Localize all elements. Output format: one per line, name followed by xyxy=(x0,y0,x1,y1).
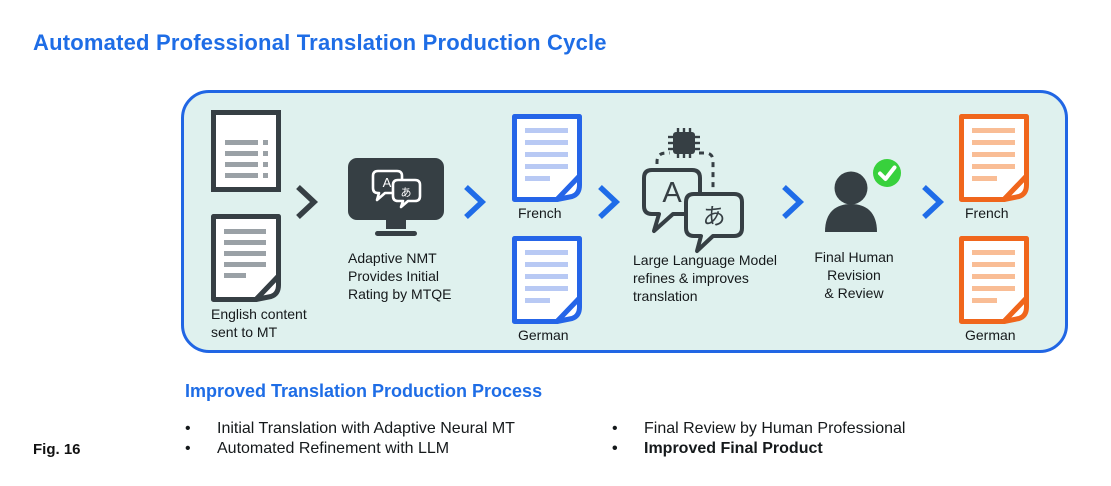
llm-latin-glyph: A xyxy=(662,177,682,209)
arrow-right-icon xyxy=(294,184,320,220)
check-badge-icon xyxy=(873,159,901,187)
human-reviewer-icon xyxy=(823,158,903,237)
english-document-dogear-icon xyxy=(211,214,281,307)
arrow-right-icon xyxy=(780,184,806,220)
bullet-item-improved-final-product: Improved Final Product xyxy=(612,439,1032,459)
input-caption: English content sent to MT xyxy=(211,306,307,340)
monitor-latin-glyph: A xyxy=(383,175,392,190)
chip-icon xyxy=(673,132,695,154)
mt-german-document-icon xyxy=(512,236,582,329)
human-caption: Final Human Revision & Review xyxy=(814,249,894,301)
bullet-item: Initial Translation with Adaptive Neural… xyxy=(185,419,595,439)
arrow-right-icon xyxy=(920,184,946,220)
bullet-list-left: Initial Translation with Adaptive Neural… xyxy=(185,419,595,459)
llm-caption: Large Language Model refines & improves … xyxy=(633,252,778,304)
llm-japanese-glyph: あ xyxy=(703,203,726,229)
llm-translation-icon: A あ xyxy=(633,128,745,261)
arrow-right-icon xyxy=(462,184,488,220)
monitor-japanese-glyph: あ xyxy=(401,186,412,199)
nmt-caption: Adaptive NMT Provides Initial Rating by … xyxy=(348,250,452,302)
final-german-document-icon xyxy=(959,236,1029,329)
adaptive-nmt-monitor-icon: A あ xyxy=(348,158,444,243)
bullet-item: Final Review by Human Professional xyxy=(612,419,1032,439)
bullet-list-right: Final Review by Human Professional Impro… xyxy=(612,419,1032,459)
final-german-label: German xyxy=(965,327,1016,343)
bullet-item: Automated Refinement with LLM xyxy=(185,439,595,459)
mt-french-label: French xyxy=(518,205,562,221)
arrow-right-icon xyxy=(596,184,622,220)
mt-french-document-icon xyxy=(512,114,582,207)
final-french-label: French xyxy=(965,205,1009,221)
page-title: Automated Professional Translation Produ… xyxy=(33,30,607,55)
mt-german-label: German xyxy=(518,327,569,343)
english-document-icon xyxy=(211,110,281,197)
figure-number-label: Fig. 16 xyxy=(33,441,81,458)
final-french-document-icon xyxy=(959,114,1029,207)
flow-diagram-panel: English content sent to MT A あ Adaptive … xyxy=(181,90,1068,353)
improved-process-heading: Improved Translation Production Process xyxy=(185,381,543,401)
